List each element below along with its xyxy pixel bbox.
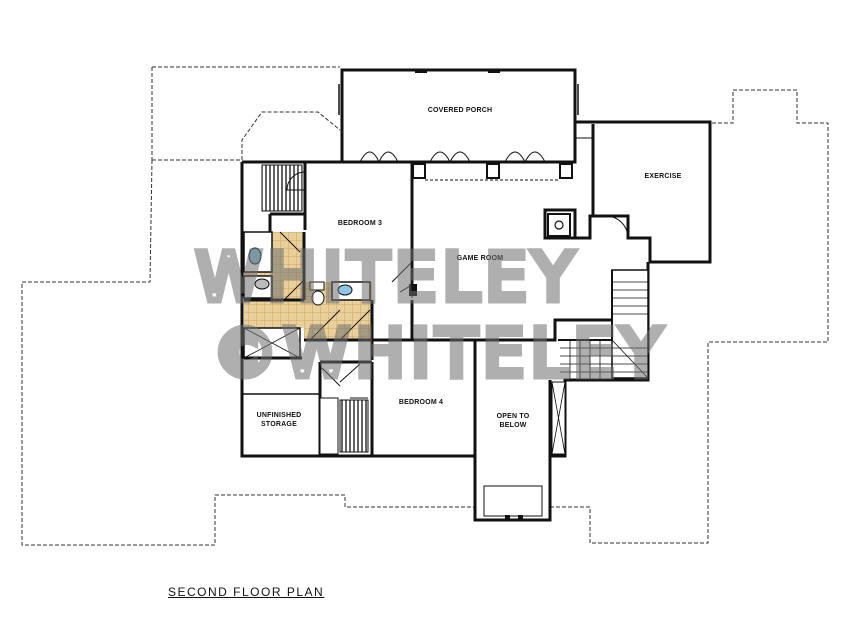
plan-caption: SECOND FLOOR PLAN [168, 585, 325, 599]
label-bedroom-3: BEDROOM 3 [338, 220, 382, 227]
label-storage: STORAGE [261, 421, 297, 428]
label-below: BELOW [499, 422, 526, 429]
label-open-to: OPEN TO [497, 413, 530, 420]
column [486, 163, 500, 179]
label-game-room: GAME ROOM [457, 255, 504, 262]
covered-porch-room [338, 68, 579, 164]
watermark-line-2: ©WHITELEY [212, 315, 667, 392]
column [412, 163, 426, 179]
label-exercise: EXERCISE [645, 173, 682, 180]
storage-and-bedroom-4 [242, 360, 374, 456]
game-room [409, 269, 649, 380]
label-bedroom-4: BEDROOM 4 [399, 399, 443, 406]
bedroom-3-room [261, 162, 414, 293]
main-walls [240, 120, 712, 522]
staircase [558, 269, 649, 380]
open-to-below-area [473, 340, 566, 520]
bathroom-area [243, 231, 414, 360]
exercise-room [547, 124, 629, 239]
watermark-line-1: WHITELEY [196, 239, 579, 316]
label-covered-porch: COVERED PORCH [428, 107, 492, 114]
column [559, 163, 573, 179]
roof-outline [21, 66, 829, 546]
label-unfinished: UNFINISHED [257, 412, 302, 419]
